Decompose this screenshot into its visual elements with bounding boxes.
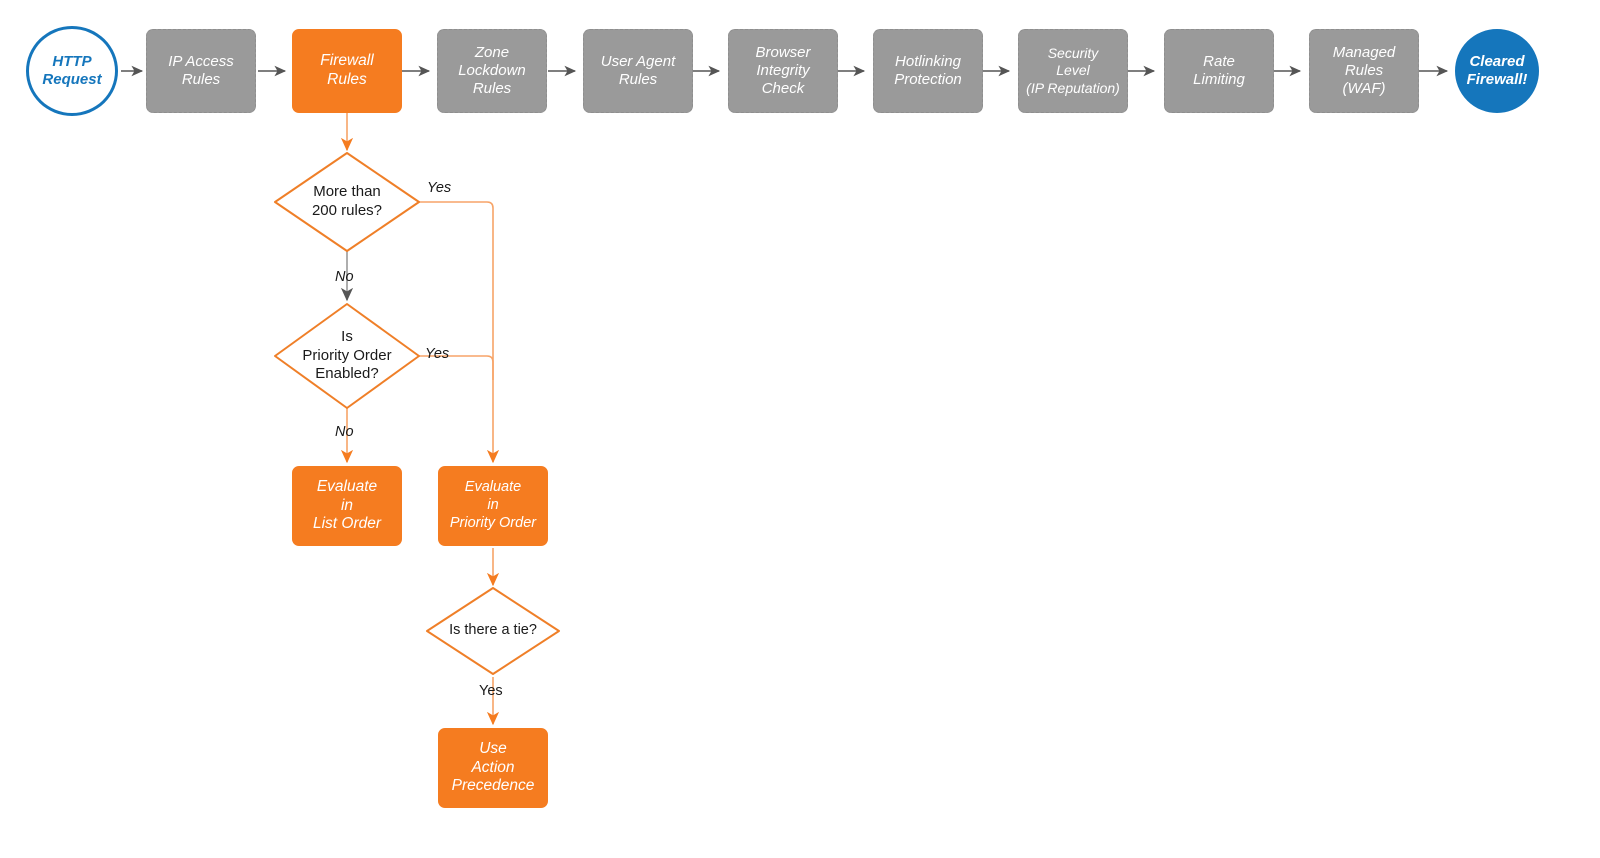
node-label: Rate Limiting bbox=[1193, 52, 1245, 88]
decision-label: Is Priority Order Enabled? bbox=[302, 328, 392, 383]
node-label: Security Level (IP Reputation) bbox=[1026, 45, 1120, 96]
node-browser-integrity-check[interactable]: Browser Integrity Check bbox=[728, 29, 838, 113]
node-rate-limiting[interactable]: Rate Limiting bbox=[1164, 29, 1274, 113]
node-user-agent-rules[interactable]: User Agent Rules bbox=[583, 29, 693, 113]
node-label: Hotlinking Protection bbox=[894, 52, 962, 88]
node-cleared-firewall[interactable]: Cleared Firewall! bbox=[1455, 29, 1539, 113]
node-label: HTTP Request bbox=[42, 52, 102, 88]
node-label: Managed Rules (WAF) bbox=[1332, 43, 1396, 98]
decision-priority-order-enabled[interactable]: Is Priority Order Enabled? bbox=[275, 304, 419, 408]
node-evaluate-list-order[interactable]: Evaluate in List Order bbox=[292, 466, 402, 546]
node-label: Cleared Firewall! bbox=[1466, 52, 1528, 88]
decision-more-than-200-rules[interactable]: More than 200 rules? bbox=[275, 153, 419, 251]
edge-label-no-priority-order: No bbox=[335, 424, 354, 440]
node-security-level[interactable]: Security Level (IP Reputation) bbox=[1018, 29, 1128, 113]
node-ip-access-rules[interactable]: IP Access Rules bbox=[146, 29, 256, 113]
node-firewall-rules[interactable]: Firewall Rules bbox=[292, 29, 402, 113]
decision-is-there-a-tie[interactable]: Is there a tie? bbox=[427, 588, 559, 674]
edge-label-yes-priority-order: Yes bbox=[425, 346, 450, 362]
node-label: Evaluate in Priority Order bbox=[449, 479, 537, 531]
node-managed-rules-waf[interactable]: Managed Rules (WAF) bbox=[1309, 29, 1419, 113]
node-label: Zone Lockdown Rules bbox=[458, 43, 526, 98]
node-label: User Agent Rules bbox=[600, 52, 676, 88]
node-http-request[interactable]: HTTP Request bbox=[26, 26, 118, 116]
node-label: IP Access Rules bbox=[168, 52, 234, 88]
edge-label-no-200-rules: No bbox=[335, 269, 354, 285]
node-zone-lockdown-rules[interactable]: Zone Lockdown Rules bbox=[437, 29, 547, 113]
node-label: Evaluate in List Order bbox=[312, 477, 382, 533]
edge-label-yes-200-rules: Yes bbox=[427, 180, 452, 196]
node-label: Use Action Precedence bbox=[451, 739, 535, 795]
node-hotlinking-protection[interactable]: Hotlinking Protection bbox=[873, 29, 983, 113]
node-label: Firewall Rules bbox=[320, 52, 374, 88]
decision-label: Is there a tie? bbox=[449, 622, 537, 639]
node-use-action-precedence[interactable]: Use Action Precedence bbox=[438, 728, 548, 808]
node-evaluate-priority-order[interactable]: Evaluate in Priority Order bbox=[438, 466, 548, 546]
edge-label-yes-tie: Yes bbox=[479, 683, 503, 699]
node-label: Browser Integrity Check bbox=[755, 43, 811, 98]
decision-label: More than 200 rules? bbox=[311, 183, 383, 219]
